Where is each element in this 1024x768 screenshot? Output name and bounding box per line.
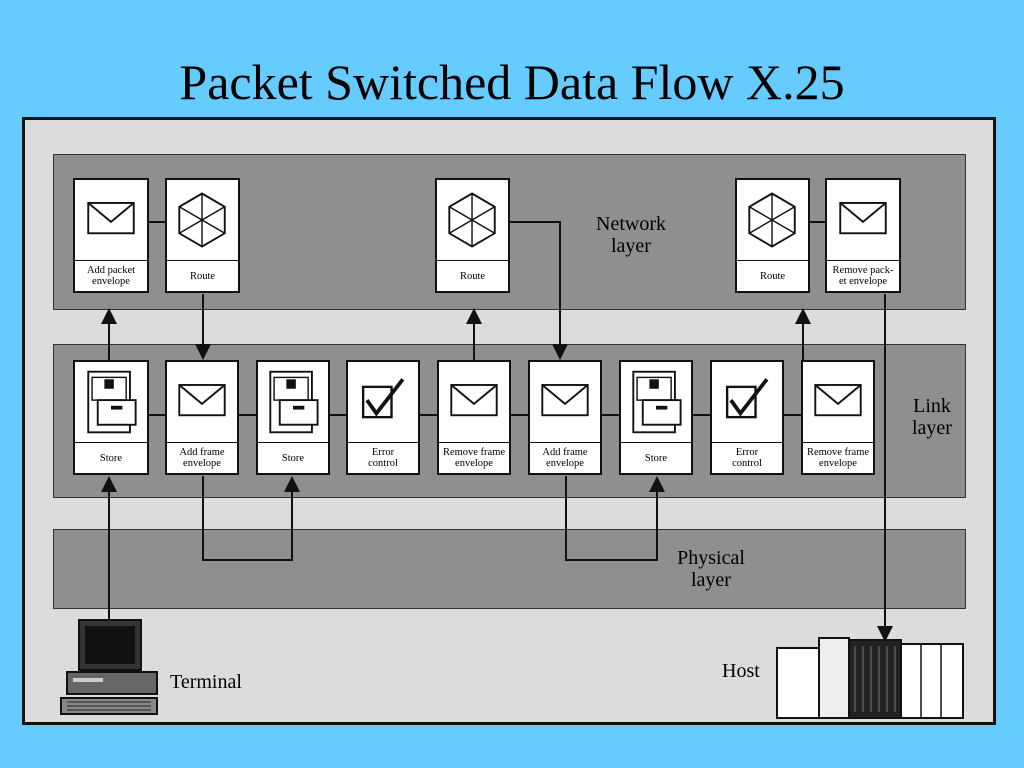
envelope-icon	[439, 362, 509, 444]
box-label: Store	[281, 452, 305, 464]
add-packet-envelope-box: Add packet envelope	[73, 178, 149, 293]
flow-connectors	[101, 221, 893, 642]
terminal-label: Terminal	[170, 671, 242, 693]
envelope-icon	[827, 180, 899, 262]
connector	[510, 221, 568, 360]
box-label: Add frame envelope	[542, 447, 588, 470]
physical-layer-band	[53, 529, 966, 609]
host-label: Host	[722, 660, 760, 682]
envelope-icon	[803, 362, 873, 444]
store-box: Store	[73, 360, 149, 475]
file-cabinet-icon	[621, 362, 691, 444]
hexagon-icon	[437, 180, 508, 262]
route-box: Route	[735, 178, 810, 293]
envelope-icon	[75, 180, 147, 262]
connector	[202, 476, 300, 561]
box-label: Remove frame envelope	[806, 447, 870, 470]
route-box: Route	[165, 178, 240, 293]
box-label: Error control	[732, 447, 762, 470]
route-box: Route	[435, 178, 510, 293]
slide-title: Packet Switched Data Flow X.25	[179, 54, 845, 110]
terminal-computer-icon	[59, 618, 163, 718]
box-label: Route	[189, 270, 216, 282]
remove-frame-envelope-box: Remove frame envelope	[437, 360, 511, 475]
remove-frame-envelope-box: Remove frame envelope	[801, 360, 875, 475]
error-control-box: Error control	[346, 360, 420, 475]
hexagon-icon	[167, 180, 238, 262]
store-box: Store	[619, 360, 693, 475]
box-label: Error control	[368, 447, 398, 470]
remove-packet-envelope-box: Remove pack- et envelope	[825, 178, 901, 293]
box-label: Add frame envelope	[179, 447, 225, 470]
host-mainframe-icon	[775, 630, 965, 722]
connector	[565, 476, 665, 561]
error-control-box: Error control	[710, 360, 784, 475]
box-label: Route	[459, 270, 486, 282]
box-label: Remove pack- et envelope	[832, 265, 894, 288]
box-label: Route	[759, 270, 786, 282]
file-cabinet-icon	[75, 362, 147, 444]
envelope-icon	[530, 362, 600, 444]
file-cabinet-icon	[258, 362, 328, 444]
box-label: Add packet envelope	[86, 265, 136, 288]
hexagon-icon	[737, 180, 808, 262]
envelope-icon	[167, 362, 237, 444]
add-frame-envelope-box: Add frame envelope	[165, 360, 239, 475]
checkmark-icon	[712, 362, 782, 444]
box-label: Store	[644, 452, 668, 464]
store-box: Store	[256, 360, 330, 475]
box-label: Remove frame envelope	[442, 447, 506, 470]
add-frame-envelope-box: Add frame envelope	[528, 360, 602, 475]
box-label: Store	[99, 452, 123, 464]
checkmark-icon	[348, 362, 418, 444]
